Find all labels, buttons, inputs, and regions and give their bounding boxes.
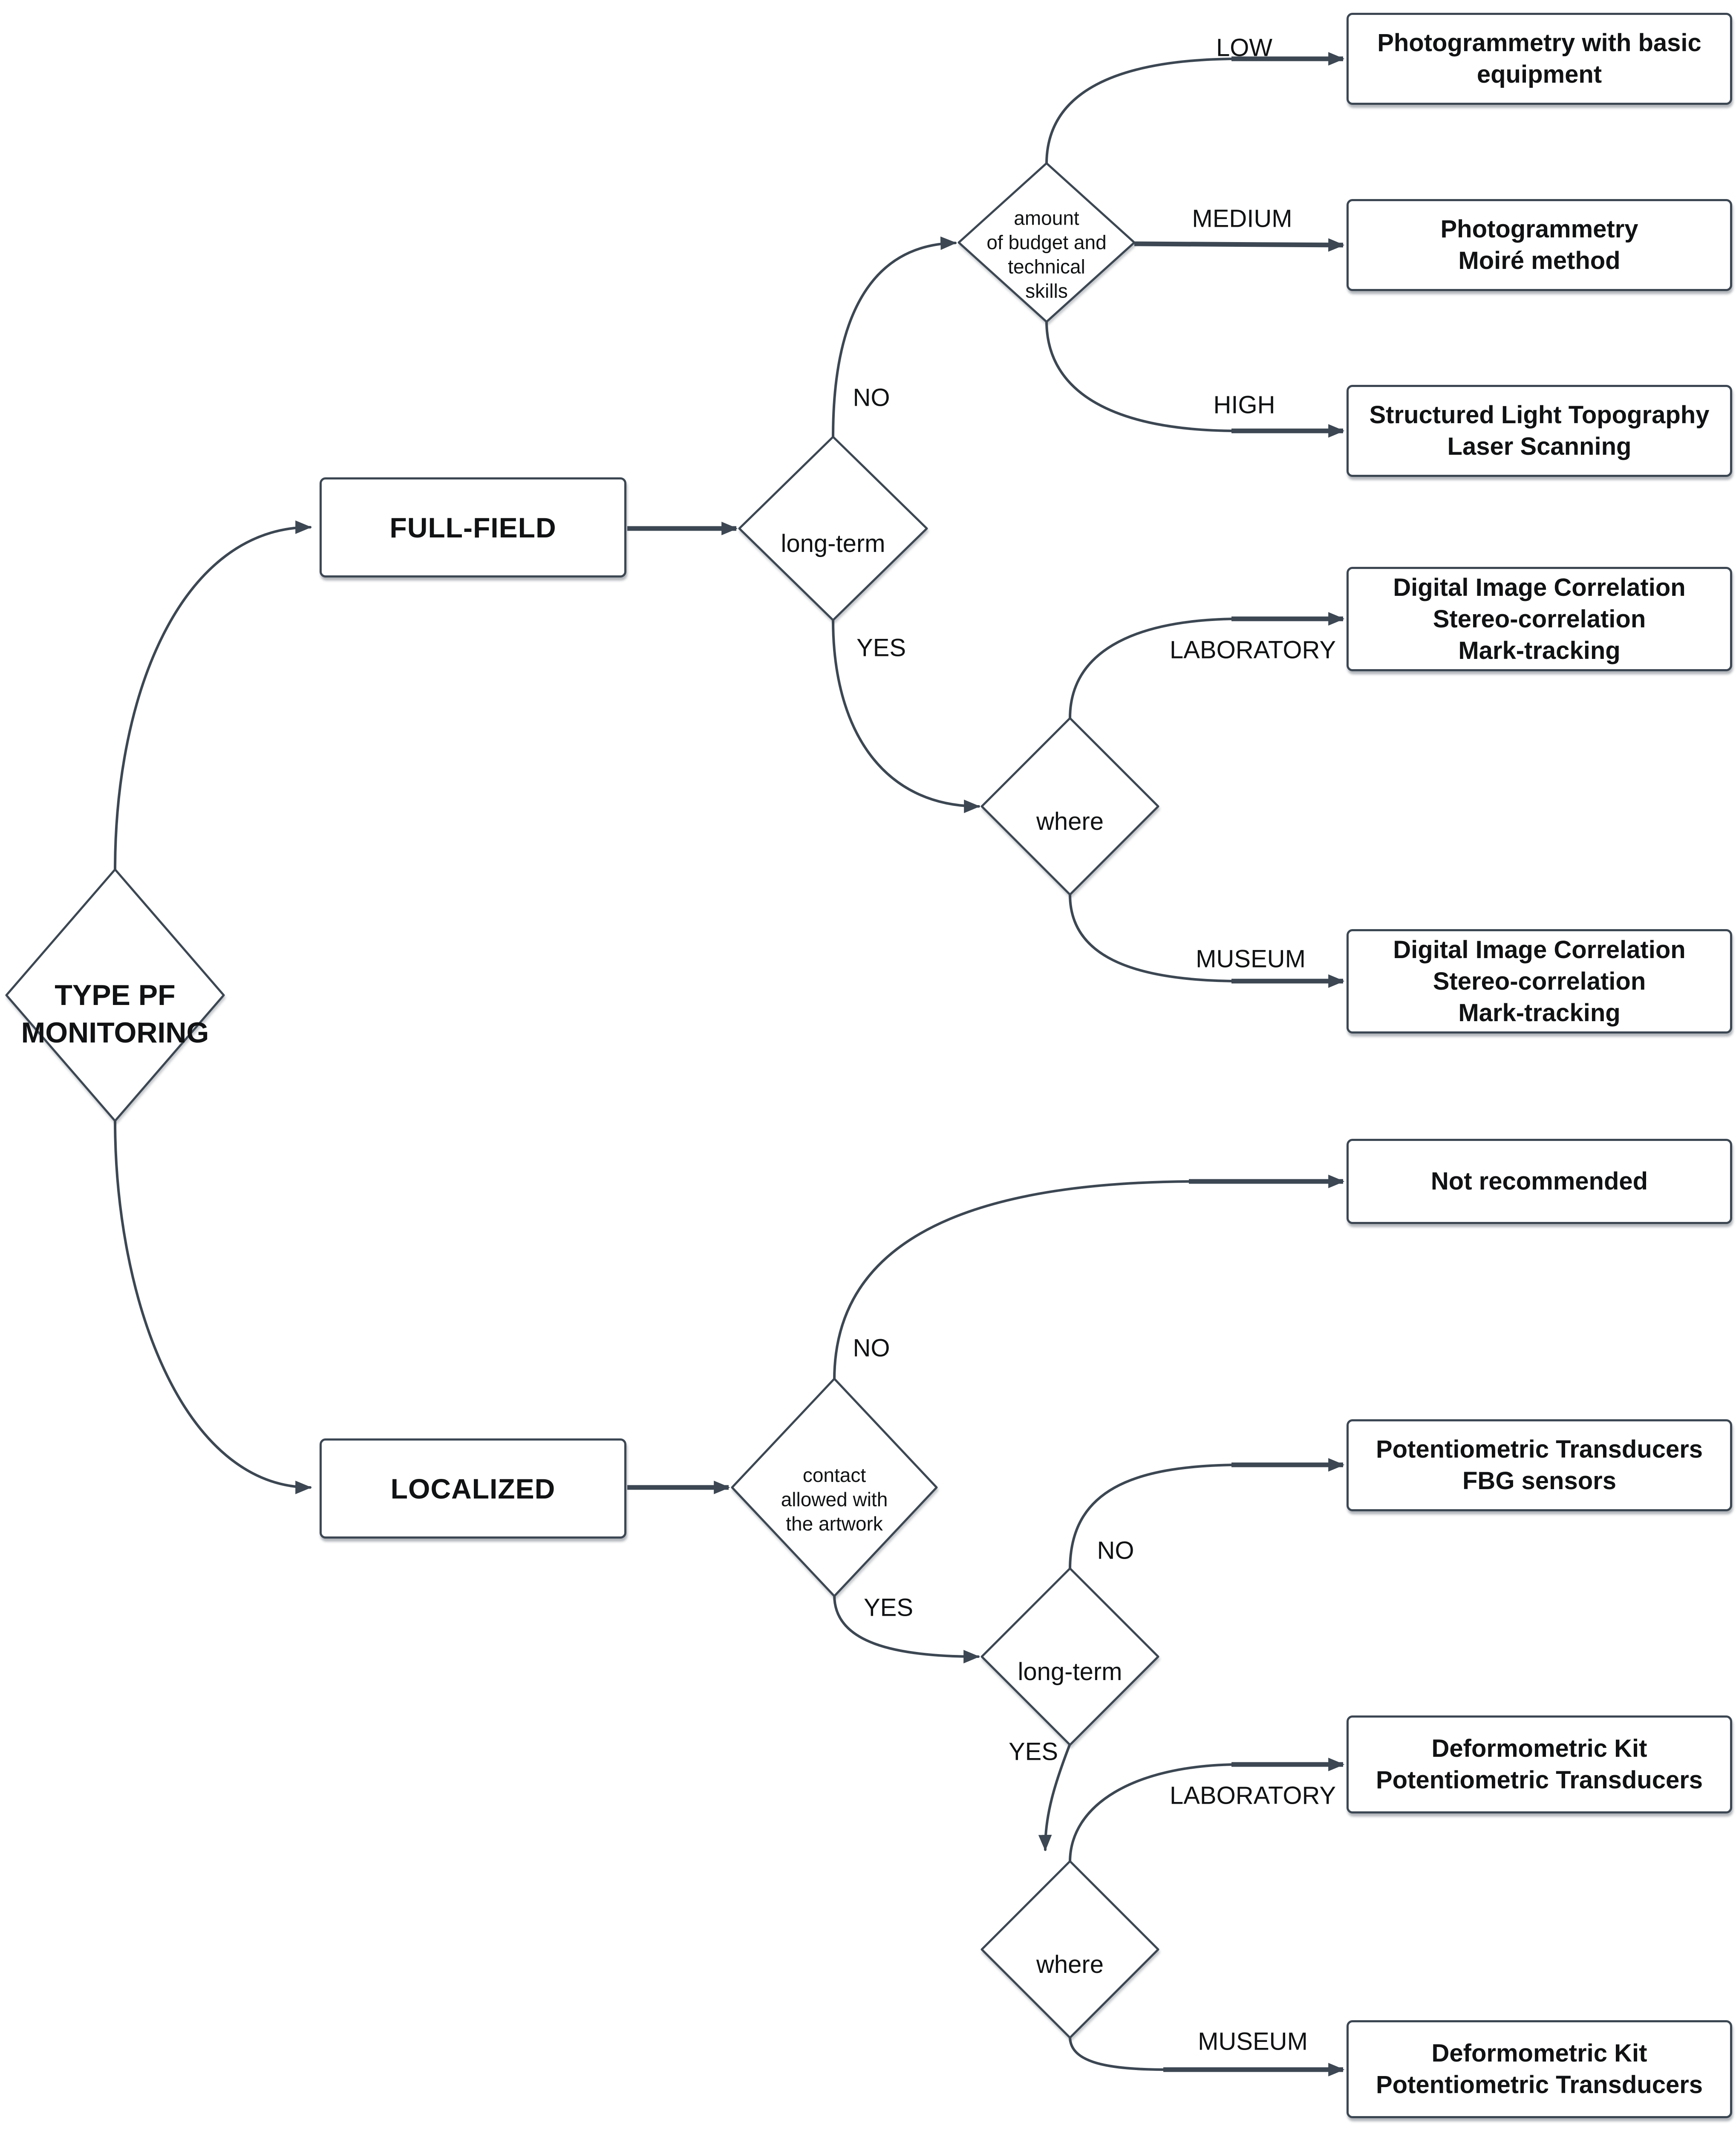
edge-label-yes-full-field: YES xyxy=(856,634,906,662)
edge-label-museum-localized: MUSEUM xyxy=(1198,2027,1308,2056)
edge-budget-high-curve xyxy=(1045,320,1237,432)
label-contact-allowed: contact allowed with the artwork xyxy=(745,1439,924,1536)
diamond-contact-allowed xyxy=(731,1377,938,1597)
node-full-field: FULL-FIELD xyxy=(320,477,626,578)
edge-label-high: HIGH xyxy=(1213,391,1275,419)
node-not-recommended-text: Not recommended xyxy=(1430,1167,1648,1195)
node-dic-laboratory-text: Digital Image Correlation Stereo-correla… xyxy=(1393,573,1686,664)
node-localized: LOCALIZED xyxy=(320,1438,626,1539)
node-dic-laboratory: Digital Image Correlation Stereo-correla… xyxy=(1347,567,1732,671)
node-potentiometric-fbg-text: Potentiometric Transducers FBG sensors xyxy=(1376,1435,1703,1495)
node-not-recommended: Not recommended xyxy=(1347,1139,1732,1224)
node-photogrammetry-basic-equipment-text: Photogrammetry with basic equipment xyxy=(1377,29,1701,88)
edge-label-laboratory-localized: LABORATORY xyxy=(1169,1782,1336,1810)
diamond-long-term-full-field xyxy=(738,436,928,621)
node-deformometric-museum: Deformometric Kit Potentiometric Transdu… xyxy=(1347,2020,1732,2118)
label-where-localized-text: where xyxy=(1036,1951,1104,1978)
node-structured-light-laser-scanning: Structured Light Topography Laser Scanni… xyxy=(1347,385,1732,477)
label-budget-skills: amount of budget and technical skills xyxy=(961,182,1132,303)
edge-label-no-long-term-localized: NO xyxy=(1097,1536,1134,1565)
node-dic-museum-text: Digital Image Correlation Stereo-correla… xyxy=(1393,936,1686,1027)
edge-contact-no-curve xyxy=(833,1180,1194,1381)
diamond-where-localized xyxy=(980,1860,1159,2039)
diamond-long-term-localized xyxy=(980,1567,1159,1746)
label-where-full-field-text: where xyxy=(1036,808,1104,835)
label-long-term-full-field: long-term xyxy=(752,498,914,559)
edge-label-museum-full-field: MUSEUM xyxy=(1196,945,1306,973)
edge-label-no-full-field: NO xyxy=(853,384,890,412)
node-structured-light-laser-scanning-text: Structured Light Topography Laser Scanni… xyxy=(1369,401,1710,460)
node-potentiometric-fbg: Potentiometric Transducers FBG sensors xyxy=(1347,1419,1732,1511)
node-deformometric-museum-text: Deformometric Kit Potentiometric Transdu… xyxy=(1376,2039,1703,2099)
edge-where2-museum-curve xyxy=(1069,2036,1169,2071)
edge-label-laboratory-full-field: LABORATORY xyxy=(1169,636,1336,664)
edge-label-yes-long-term-localized: YES xyxy=(1008,1738,1058,1766)
edge-long-term-yes-to-where xyxy=(832,619,980,813)
label-long-term-localized-text: long-term xyxy=(1018,1658,1122,1686)
node-localized-text: LOCALIZED xyxy=(390,1473,556,1504)
edge-root-to-localized xyxy=(114,1119,312,1494)
edge-label-medium: MEDIUM xyxy=(1192,205,1292,233)
edge-long-term2-yes-to-where xyxy=(1038,1743,1071,1851)
edge-budget-medium-arrow xyxy=(1134,238,1345,252)
node-dic-museum: Digital Image Correlation Stereo-correla… xyxy=(1347,929,1732,1034)
edge-where1-museum-curve xyxy=(1069,893,1237,982)
diamond-where-full-field xyxy=(980,717,1159,896)
diamond-budget-skills xyxy=(957,162,1136,323)
edge-contact-yes-to-long-term xyxy=(833,1594,980,1663)
label-where-full-field: where xyxy=(1002,776,1138,837)
node-deformometric-laboratory-text: Deformometric Kit Potentiometric Transdu… xyxy=(1376,1735,1703,1794)
label-budget-skills-text: amount of budget and technical skills xyxy=(986,207,1107,302)
label-contact-allowed-text: contact allowed with the artwork xyxy=(781,1464,888,1535)
node-full-field-text: FULL-FIELD xyxy=(389,511,557,543)
diamond-type-of-monitoring xyxy=(5,868,225,1122)
label-long-term-localized: long-term xyxy=(989,1626,1151,1687)
label-long-term-full-field-text: long-term xyxy=(781,530,885,557)
node-photogrammetry-moire-text: Photogrammetry Moiré method xyxy=(1440,215,1638,274)
edge-label-low: LOW xyxy=(1216,34,1273,62)
edge-budget-low-curve xyxy=(1045,58,1237,165)
edge-root-to-full-field xyxy=(114,520,312,872)
edge-long-term2-no-curve xyxy=(1069,1464,1237,1571)
node-deformometric-laboratory: Deformometric Kit Potentiometric Transdu… xyxy=(1347,1715,1732,1813)
node-photogrammetry-basic-equipment: Photogrammetry with basic equipment xyxy=(1347,13,1732,105)
edge-label-no-contact: NO xyxy=(853,1334,890,1362)
edge-where1-laboratory-curve xyxy=(1069,618,1237,719)
edge-label-yes-contact: YES xyxy=(863,1594,914,1622)
edge-long-term-no-to-budget xyxy=(832,236,957,438)
edge-where2-laboratory-curve xyxy=(1069,1763,1237,1863)
label-where-localized: where xyxy=(1002,1919,1138,1980)
label-type-of-monitoring: TYPE PF MONITORING xyxy=(9,939,222,1051)
node-photogrammetry-moire: Photogrammetry Moiré method xyxy=(1347,199,1732,291)
label-type-of-monitoring-text: TYPE PF MONITORING xyxy=(21,979,209,1049)
